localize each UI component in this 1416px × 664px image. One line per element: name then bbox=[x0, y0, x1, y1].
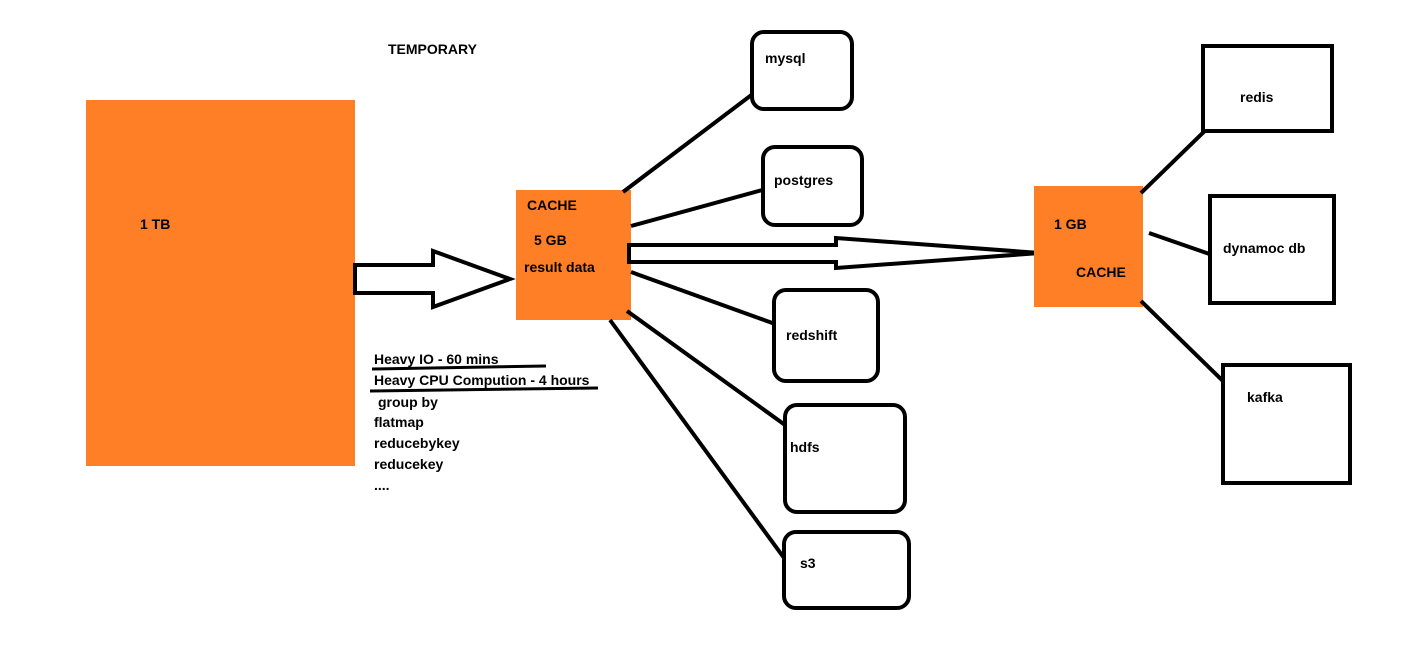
operation-item: reducekey bbox=[374, 456, 443, 472]
primary-cache-size: 5 GB bbox=[534, 232, 567, 248]
source-size-label: 1 TB bbox=[140, 216, 170, 232]
connector-s3 bbox=[608, 318, 789, 564]
target-label-hdfs: hdfs bbox=[790, 439, 820, 455]
operation-item: .... bbox=[374, 477, 390, 493]
operation-item: group by bbox=[378, 394, 438, 410]
target-box-kafka bbox=[1221, 363, 1352, 485]
target-label-postgres: postgres bbox=[774, 172, 833, 188]
target-label-dynamodb: dynamoc db bbox=[1223, 240, 1305, 256]
heavy-io-underline bbox=[371, 364, 547, 371]
target-label-kafka: kafka bbox=[1247, 389, 1283, 405]
target-label-mysql: mysql bbox=[765, 50, 805, 66]
heavy-io-note: Heavy IO - 60 mins bbox=[374, 351, 499, 367]
secondary-cache-label: CACHE bbox=[1076, 264, 1126, 280]
replicate-arrow bbox=[627, 235, 1041, 271]
primary-cache-label: CACHE bbox=[527, 197, 577, 213]
heavy-cpu-underline bbox=[369, 386, 599, 393]
connector-kafka bbox=[1139, 299, 1228, 386]
target-box-redis bbox=[1201, 44, 1334, 133]
target-box-redshift bbox=[772, 288, 880, 383]
secondary-cache-block bbox=[1034, 186, 1143, 307]
target-label-s3: s3 bbox=[800, 555, 816, 571]
connector-postgres bbox=[630, 187, 767, 228]
source-data-block bbox=[86, 100, 355, 466]
target-box-s3 bbox=[782, 530, 911, 610]
secondary-cache-size: 1 GB bbox=[1054, 216, 1087, 232]
heavy-cpu-note: Heavy CPU Compution - 4 hours bbox=[374, 372, 590, 388]
target-label-redis: redis bbox=[1240, 89, 1274, 105]
primary-cache-block bbox=[516, 190, 631, 320]
connector-mysql bbox=[621, 82, 768, 194]
target-box-hdfs bbox=[783, 403, 907, 514]
operation-item: reducebykey bbox=[374, 435, 460, 451]
connector-redshift bbox=[630, 270, 776, 326]
target-box-dynamodb bbox=[1208, 194, 1336, 305]
connector-hdfs bbox=[625, 309, 794, 432]
diagram-title: TEMPORARY bbox=[388, 41, 478, 57]
primary-cache-content: result data bbox=[524, 259, 595, 275]
target-box-mysql bbox=[750, 30, 854, 111]
operation-item: flatmap bbox=[374, 414, 424, 430]
target-label-redshift: redshift bbox=[786, 327, 838, 343]
target-box-postgres bbox=[761, 145, 864, 227]
transform-arrow bbox=[353, 248, 516, 310]
